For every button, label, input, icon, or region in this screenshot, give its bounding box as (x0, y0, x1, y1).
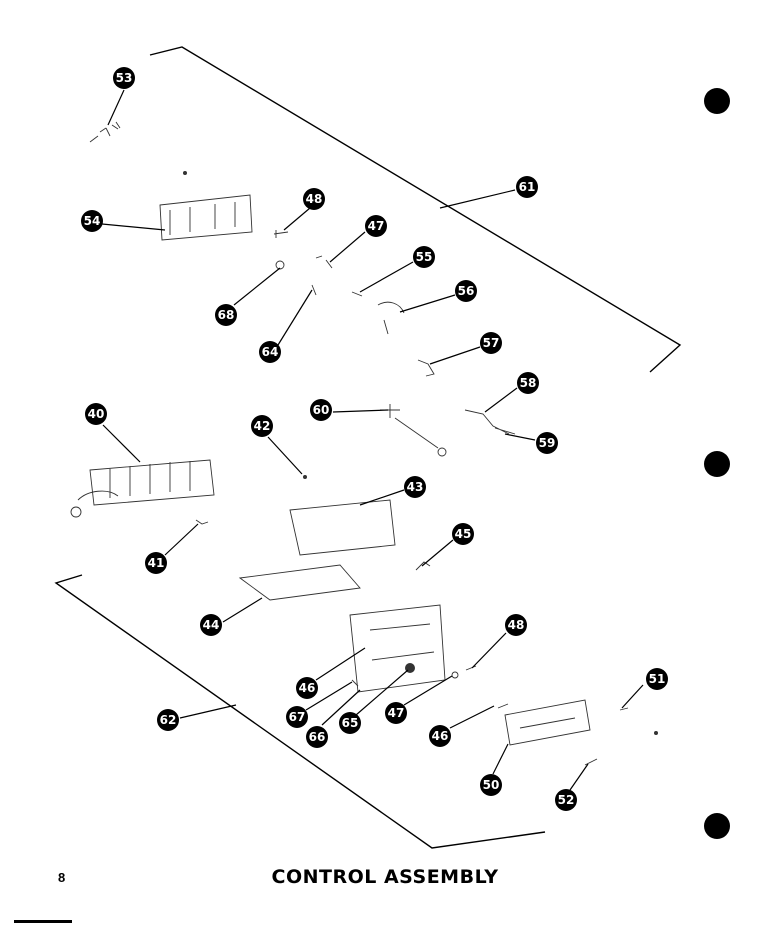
page-title: CONTROL ASSEMBLY (271, 866, 499, 888)
callout-46-lower: 46 (429, 725, 451, 747)
callout-label: 60 (313, 403, 330, 417)
callout-label: 54 (84, 214, 101, 228)
callout-label: 57 (483, 336, 500, 350)
callout-59: 59 (536, 432, 558, 454)
callout-label: 62 (160, 713, 177, 727)
callout-56: 56 (455, 280, 477, 302)
callout-65: 65 (339, 712, 361, 734)
callout-52: 52 (555, 789, 577, 811)
callout-label: 59 (539, 436, 556, 450)
callout-48-lower: 48 (505, 614, 527, 636)
callout-47-lower: 47 (385, 702, 407, 724)
callout-57: 57 (480, 332, 502, 354)
part-sketches (70, 121, 658, 766)
callout-label: 52 (558, 793, 575, 807)
callout-label: 66 (309, 730, 326, 744)
punch-hole-icon (704, 451, 730, 477)
callout-43: 43 (404, 476, 426, 498)
page-number: 8 (58, 870, 66, 885)
callout-label: 56 (458, 284, 475, 298)
callout-label: 50 (483, 778, 500, 792)
callout-label: 55 (416, 250, 433, 264)
callout-66: 66 (306, 726, 328, 748)
callout-label: 41 (148, 556, 165, 570)
callout-label: 61 (519, 180, 536, 194)
lower-assembly-frame (54, 574, 546, 849)
callout-61: 61 (516, 176, 538, 198)
callout-label: 48 (306, 192, 323, 206)
callout-44: 44 (200, 614, 222, 636)
callout-label: 51 (649, 672, 666, 686)
callout-label: 47 (388, 706, 405, 720)
punch-hole-icon (704, 813, 730, 839)
callout-badges: 53 54 48 47 68 64 55 56 57 58 59 60 61 4… (81, 67, 668, 811)
callout-label: 65 (342, 716, 359, 730)
callout-68: 68 (215, 304, 237, 326)
callout-label: 46 (432, 729, 449, 743)
upper-assembly-frame (149, 46, 682, 373)
leader-lines (101, 89, 644, 791)
callout-45: 45 (452, 523, 474, 545)
callout-50: 50 (480, 774, 502, 796)
callout-label: 47 (368, 219, 385, 233)
callout-label: 67 (289, 710, 306, 724)
callout-64: 64 (259, 341, 281, 363)
callout-label: 68 (218, 308, 235, 322)
callout-55: 55 (413, 246, 435, 268)
callout-label: 53 (116, 71, 133, 85)
callout-label: 44 (203, 618, 220, 632)
callout-46: 46 (296, 677, 318, 699)
punch-hole-icon (704, 88, 730, 114)
callout-62: 62 (157, 709, 179, 731)
callout-67: 67 (286, 706, 308, 728)
callout-47: 47 (365, 215, 387, 237)
callout-60: 60 (310, 399, 332, 421)
callout-42: 42 (251, 415, 273, 437)
callout-label: 58 (520, 376, 537, 390)
callout-54: 54 (81, 210, 103, 232)
callout-51: 51 (646, 668, 668, 690)
callout-label: 45 (455, 527, 472, 541)
callout-label: 42 (254, 419, 271, 433)
callout-label: 64 (262, 345, 279, 359)
callout-label: 48 (508, 618, 525, 632)
callout-label: 40 (88, 407, 105, 421)
callout-48: 48 (303, 188, 325, 210)
bottom-rule (14, 920, 72, 923)
callout-58: 58 (517, 372, 539, 394)
callout-40: 40 (85, 403, 107, 425)
callout-41: 41 (145, 552, 167, 574)
callout-53: 53 (113, 67, 135, 89)
callout-label: 46 (299, 681, 316, 695)
callout-label: 43 (407, 480, 424, 494)
